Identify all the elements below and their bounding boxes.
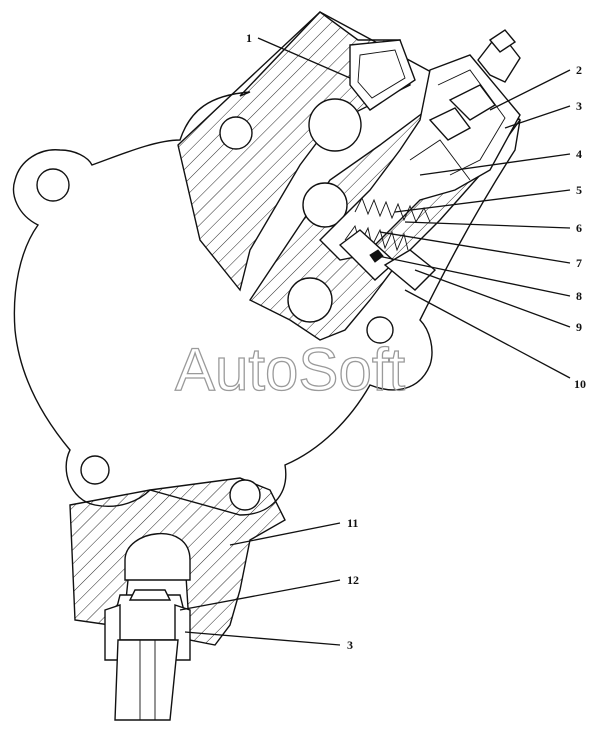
callout-10: 10 xyxy=(574,377,586,391)
callout-5: 5 xyxy=(576,183,582,197)
mounting-hole xyxy=(80,455,110,485)
callout-3: 3 xyxy=(576,99,582,113)
callout-9: 9 xyxy=(576,320,582,334)
bore-hole xyxy=(302,182,348,228)
bore-hole xyxy=(219,116,253,150)
callout-1: 1 xyxy=(246,31,252,45)
callout-12: 12 xyxy=(347,573,359,587)
bore-hole xyxy=(366,316,394,344)
callout-2: 2 xyxy=(576,63,582,77)
callout-4: 4 xyxy=(576,147,582,161)
outlet-bore xyxy=(124,533,191,581)
bore-hole xyxy=(229,479,261,511)
mounting-hole xyxy=(36,168,70,202)
bore-hole xyxy=(308,98,362,152)
watermark: AutoSoft xyxy=(175,336,405,403)
bearing-cap xyxy=(349,39,416,111)
leader-lines xyxy=(179,37,571,646)
bearing-cap-inner xyxy=(357,49,406,99)
callout-3-lower: 3 xyxy=(347,638,353,652)
outlet-fitting xyxy=(104,589,191,721)
callout-7: 7 xyxy=(576,256,582,270)
valve-assembly xyxy=(319,29,521,291)
callout-8: 8 xyxy=(576,289,582,303)
bore-hole xyxy=(287,277,333,323)
callout-6: 6 xyxy=(576,221,582,235)
callout-11: 11 xyxy=(347,516,358,530)
